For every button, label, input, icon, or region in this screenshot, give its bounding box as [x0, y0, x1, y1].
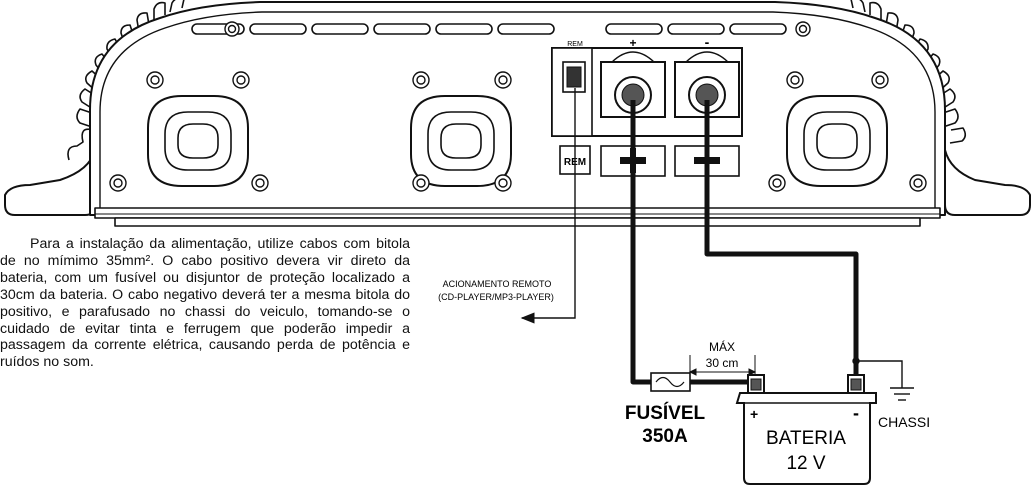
- positive-cable: [630, 100, 758, 385]
- remote-wire: [520, 88, 576, 324]
- distance-value: 30 cm: [706, 356, 739, 370]
- battery-voltage: 12 V: [786, 453, 825, 474]
- fan-right: [786, 95, 888, 187]
- installation-instructions: Para a instalação da alimentação, utiliz…: [0, 236, 410, 371]
- right-mounting-flange: [944, 149, 1031, 216]
- remote-label-line2: (CD-PLAYER/MP3-PLAYER): [438, 292, 554, 302]
- battery: [735, 374, 877, 485]
- battery-positive-sign: +: [750, 406, 758, 422]
- terminal-block: [551, 47, 743, 137]
- negative-terminal-label: -: [705, 34, 710, 50]
- vent-slots: [191, 23, 787, 35]
- fan-screws: [109, 71, 927, 192]
- ground-symbol: [852, 357, 914, 401]
- battery-negative-sign: -: [853, 403, 859, 423]
- distance-dimension: [688, 355, 757, 380]
- battery-label: BATERIA: [766, 428, 846, 449]
- rem-terminal-label: REM: [567, 41, 583, 48]
- fan-left: [147, 95, 249, 187]
- amplifier-inner-outline: [99, 11, 936, 208]
- negative-cable: [704, 100, 859, 382]
- fan-center: [410, 95, 512, 187]
- fuse: [650, 372, 691, 392]
- left-mounting-flange: [4, 149, 96, 216]
- fuse-label: FUSÍVEL: [625, 402, 706, 424]
- chassis-label: CHASSI: [878, 414, 930, 430]
- fuse-rating: 350A: [642, 426, 688, 447]
- positive-terminal-label: +: [629, 36, 636, 50]
- base-rail: [94, 207, 941, 219]
- remote-label-line1: ACIONAMENTO REMOTO: [443, 279, 552, 289]
- top-screws: [224, 21, 811, 37]
- distance-label: MÁX: [709, 339, 735, 354]
